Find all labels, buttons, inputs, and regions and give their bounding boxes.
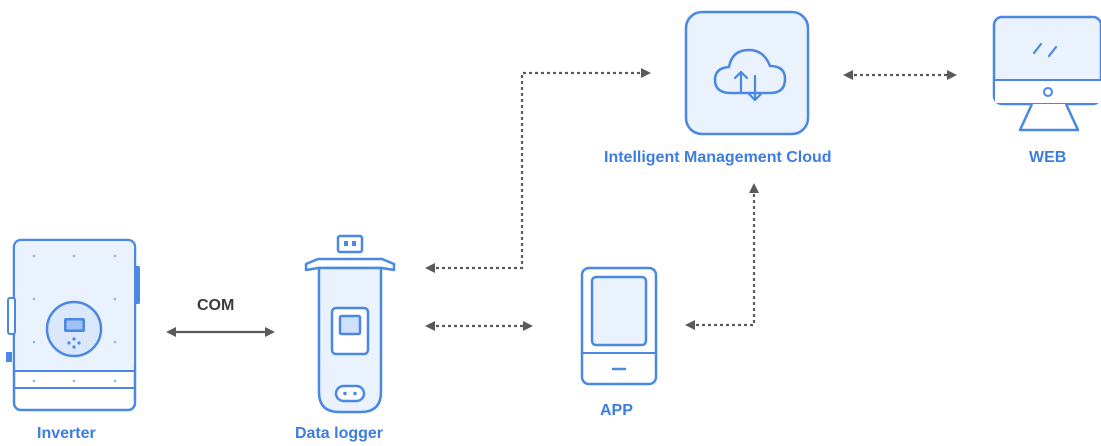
com-label: COM [197, 297, 235, 314]
inverter-icon [6, 238, 140, 412]
monitor-icon [992, 15, 1101, 132]
data-logger-label: Data logger [295, 425, 384, 442]
web-label: WEB [1029, 149, 1067, 166]
logger-cloud-link-arrow [425, 68, 651, 273]
cloud-label: Intelligent Management Cloud [604, 149, 832, 166]
app-cloud-link-arrow [685, 183, 759, 330]
tablet-icon [580, 266, 658, 386]
inverter-label: Inverter [37, 425, 96, 442]
data-logger-icon [304, 234, 396, 414]
cloud-sync-icon [684, 10, 810, 136]
app-label: APP [600, 402, 633, 419]
